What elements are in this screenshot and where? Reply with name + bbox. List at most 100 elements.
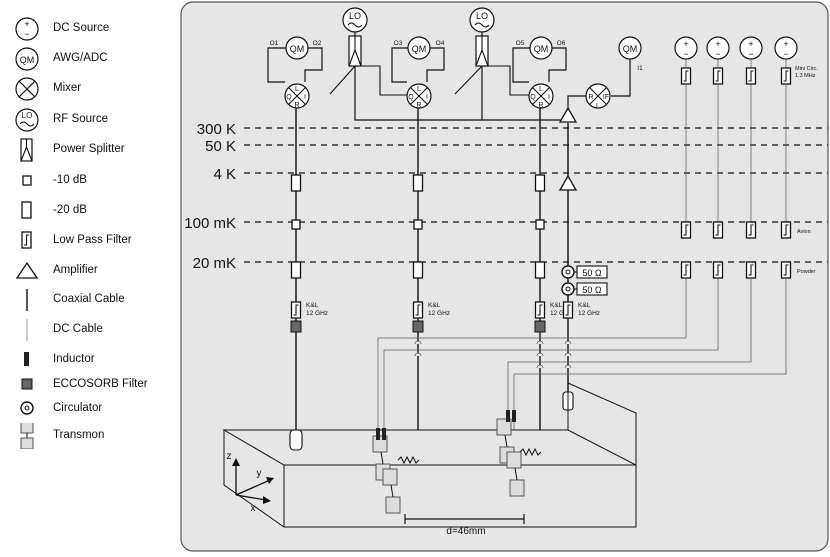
mixer-port-r: R: [294, 102, 299, 109]
dc-cable: [377, 278, 687, 430]
mixer-port-r: R: [588, 94, 593, 101]
qm-output-loop: [512, 47, 530, 83]
legend-item: ECCOSORB Filter: [0, 374, 178, 396]
eccosorb-filter-icon: [534, 320, 546, 333]
legend-item: +−DC Source: [0, 17, 178, 41]
transmon-icon: [509, 479, 525, 497]
port-label-o5: O5: [516, 40, 525, 47]
crossover-hop: [564, 364, 572, 369]
transmon-junction: [514, 467, 518, 481]
z-axis-label: z: [227, 451, 232, 462]
mixer-port-i: I: [304, 94, 306, 101]
dc-cable: [507, 278, 752, 430]
legend-label: Transmon: [53, 429, 105, 441]
stage-label: 4 K: [213, 166, 236, 183]
filter-label: 12 GHz: [550, 310, 572, 317]
qm-label: QM: [534, 44, 549, 54]
z-arrow: [232, 458, 240, 466]
readout-if-line: [611, 59, 631, 97]
attenuator-10db-icon: [22, 175, 32, 186]
lpf-mark: [293, 304, 299, 316]
attenuator-20db-icon: [412, 261, 424, 279]
legend-label: Low Pass Filter: [53, 234, 132, 246]
filter-label: 12 GHz: [428, 310, 450, 317]
legend-label: DC Source: [53, 22, 110, 34]
legend-label: Power Splitter: [53, 143, 125, 155]
crossover-hop: [564, 352, 572, 357]
circulator-icon: [561, 282, 575, 296]
legend-label: AWG/ADC: [53, 52, 108, 64]
awg-adc-icon: [407, 36, 431, 60]
inductor-icon: [24, 352, 29, 366]
stage-label: 20 mK: [193, 255, 236, 272]
mini-circ-label: Mini Circ.: [795, 66, 818, 72]
transmon-icon: [382, 468, 398, 486]
eccosorb-filter-icon: [412, 320, 424, 333]
legend-item: Mixer: [0, 77, 178, 101]
legend-item: Inductor: [0, 349, 178, 371]
mixer-port-i: I: [426, 94, 428, 101]
port-label-o4: O4: [436, 40, 445, 47]
qm-output-loop: [267, 47, 286, 83]
crossover-hop: [414, 340, 422, 345]
attenuator-10db-icon: [291, 219, 301, 230]
qm-label: QM: [623, 44, 638, 54]
mixer-port-r: R: [416, 102, 421, 109]
powder-label: Powder: [797, 269, 816, 275]
mixer-cross: [410, 87, 428, 105]
dc-minus: −: [748, 49, 753, 59]
qm-output-loop: [548, 47, 567, 82]
awg-adc-icon: QM: [15, 47, 39, 71]
rf-source-icon: LO: [15, 108, 39, 132]
mixer-port-if: IF: [603, 94, 609, 101]
legend-label: ECCOSORB Filter: [53, 378, 148, 390]
transmon-junction: [504, 434, 508, 448]
inductor-icon: [376, 428, 380, 440]
legend-item: Transmon: [0, 423, 178, 449]
circulator-icon: [561, 265, 575, 279]
qm-output-loop: [426, 47, 445, 82]
eccosorb-filter-icon: [21, 378, 33, 390]
mixer-port-q: Q: [530, 94, 536, 101]
circulator-core: [565, 269, 571, 275]
lpf-mark: [748, 70, 754, 82]
legend-item: Coaxial Cable: [0, 289, 178, 311]
qm-label: QM: [290, 44, 305, 54]
crossover-hop: [564, 340, 572, 345]
crossover-hop: [536, 364, 544, 369]
power-splitter-icon: [20, 138, 33, 162]
transmon-junction: [380, 451, 384, 465]
qm-output-loop: [304, 47, 323, 82]
legend-label: Mixer: [53, 82, 82, 94]
box-back: [567, 382, 637, 465]
transmon-icon: [385, 496, 401, 514]
legend-label: Circulator: [53, 402, 103, 414]
inductor-icon: [512, 410, 516, 422]
lo-to-mixer-line: [329, 65, 418, 96]
svg-text:−: −: [24, 29, 29, 39]
load-label: 50 Ω: [582, 285, 602, 295]
circulator-icon: [20, 401, 34, 415]
lpf-mark: [748, 224, 754, 236]
distance-label: d=46mm: [446, 526, 485, 537]
legend-label: Inductor: [53, 353, 95, 365]
amplifier-icon: [558, 106, 578, 123]
legend-item: QM AWG/ADC: [0, 47, 178, 71]
legend-label: -20 dB: [53, 204, 87, 216]
lpf-mark: [783, 264, 789, 276]
mixer-port-q: Q: [286, 94, 292, 101]
filter-label: 12 GHz: [578, 310, 600, 317]
legend-item: Amplifier: [0, 260, 178, 282]
legend-label: DC Cable: [53, 323, 103, 335]
port-label-o6: O6: [557, 40, 566, 47]
lpf-mark: [565, 304, 571, 316]
lo-label: LO: [349, 11, 361, 21]
transmon-icon: [20, 423, 34, 449]
qm-label: QM: [412, 44, 427, 54]
x-axis-label: x: [251, 503, 256, 514]
lo-to-mixer-line: [454, 65, 540, 96]
panel-background: [180, 1, 829, 552]
lpf-mark: [415, 304, 421, 316]
dc-cable: [383, 278, 719, 430]
